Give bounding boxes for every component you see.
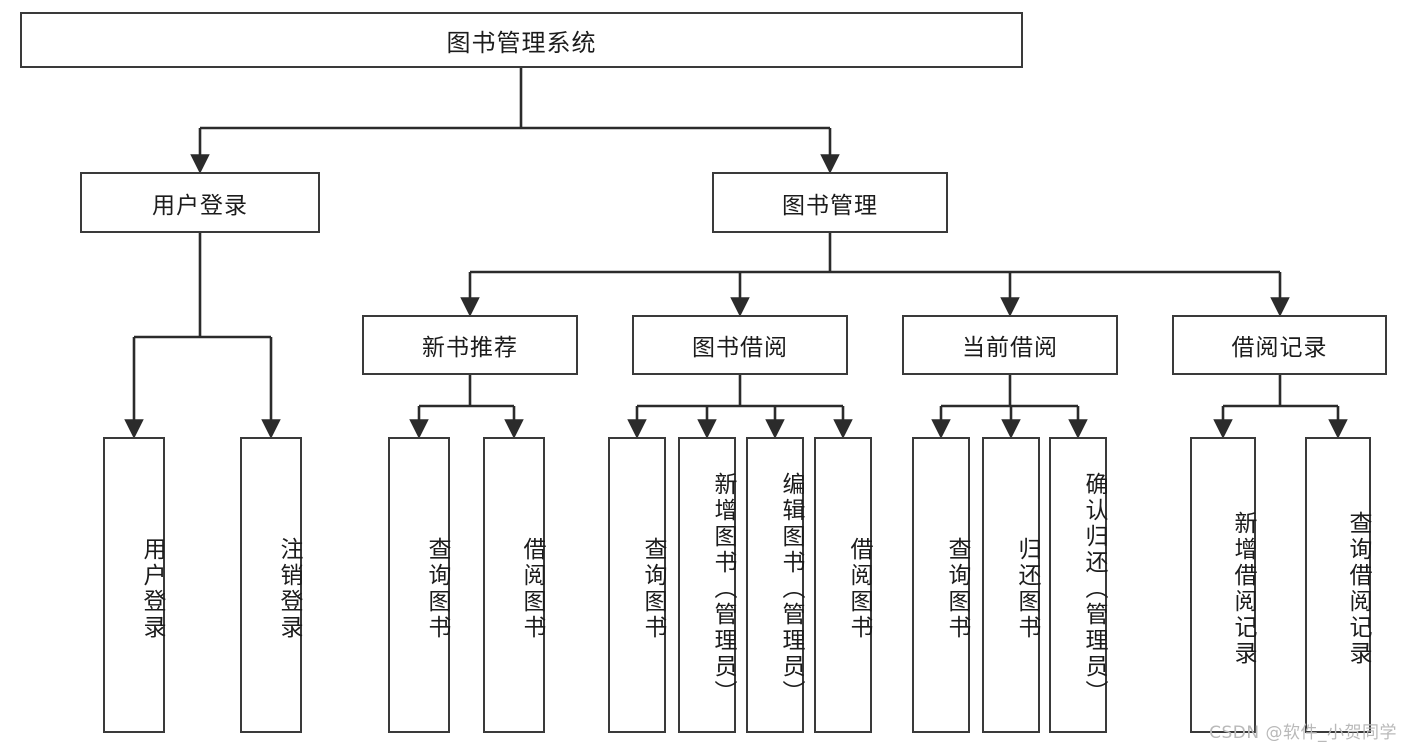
node-book-borrow[interactable]: 图书借阅 <box>632 315 848 375</box>
leaf-borrow-book-newbook-label: 借阅图书 <box>519 537 545 641</box>
leaf-query-borrow-record-label: 查询借阅记录 <box>1345 511 1371 667</box>
node-borrow-record[interactable]: 借阅记录 <box>1172 315 1387 375</box>
leaf-user-login[interactable]: 用户登录 <box>103 437 165 733</box>
node-book-management-label: 图书管理 <box>782 192 878 219</box>
leaf-return-book-label: 归还图书 <box>1014 537 1040 641</box>
leaf-return-book[interactable]: 归还图书 <box>982 437 1040 733</box>
node-root-label: 图书管理系统 <box>446 28 597 57</box>
node-user-login-label: 用户登录 <box>152 192 248 219</box>
leaf-query-book-current-label: 查询图书 <box>944 537 970 641</box>
leaf-logout-label: 注销登录 <box>276 537 302 641</box>
node-root[interactable]: 图书管理系统 <box>20 12 1023 68</box>
watermark: CSDN @软件_小贺同学 <box>1209 723 1397 743</box>
node-current-borrow[interactable]: 当前借阅 <box>902 315 1118 375</box>
node-book-borrow-label: 图书借阅 <box>692 335 788 361</box>
node-current-borrow-label: 当前借阅 <box>962 335 1058 361</box>
leaf-logout[interactable]: 注销登录 <box>240 437 302 733</box>
leaf-edit-book-admin[interactable]: 编辑图书（管理员） <box>746 437 804 733</box>
leaf-query-book-newbook-label: 查询图书 <box>424 537 450 641</box>
leaf-add-book-admin[interactable]: 新增图书（管理员） <box>678 437 736 733</box>
leaf-query-book-current[interactable]: 查询图书 <box>912 437 970 733</box>
leaf-query-book-newbook[interactable]: 查询图书 <box>388 437 450 733</box>
node-borrow-record-label: 借阅记录 <box>1231 335 1328 361</box>
leaf-add-book-admin-label: 新增图书（管理员） <box>710 472 736 706</box>
node-book-management[interactable]: 图书管理 <box>712 172 948 233</box>
leaf-edit-book-admin-label: 编辑图书（管理员） <box>778 472 804 706</box>
leaf-query-book-borrow-label: 查询图书 <box>640 537 666 641</box>
leaf-confirm-return-admin-label: 确认归还（管理员） <box>1081 472 1107 706</box>
leaf-query-borrow-record[interactable]: 查询借阅记录 <box>1305 437 1371 733</box>
leaf-borrow-book-newbook[interactable]: 借阅图书 <box>483 437 545 733</box>
leaf-borrow-book-label: 借阅图书 <box>846 537 872 641</box>
node-new-book-recommend-label: 新书推荐 <box>422 335 518 361</box>
leaf-user-login-label: 用户登录 <box>139 537 165 641</box>
leaf-confirm-return-admin[interactable]: 确认归还（管理员） <box>1049 437 1107 733</box>
leaf-add-borrow-record-label: 新增借阅记录 <box>1230 511 1256 667</box>
leaf-borrow-book[interactable]: 借阅图书 <box>814 437 872 733</box>
node-user-login[interactable]: 用户登录 <box>80 172 320 233</box>
leaf-add-borrow-record[interactable]: 新增借阅记录 <box>1190 437 1256 733</box>
node-new-book-recommend[interactable]: 新书推荐 <box>362 315 578 375</box>
leaf-query-book-borrow[interactable]: 查询图书 <box>608 437 666 733</box>
